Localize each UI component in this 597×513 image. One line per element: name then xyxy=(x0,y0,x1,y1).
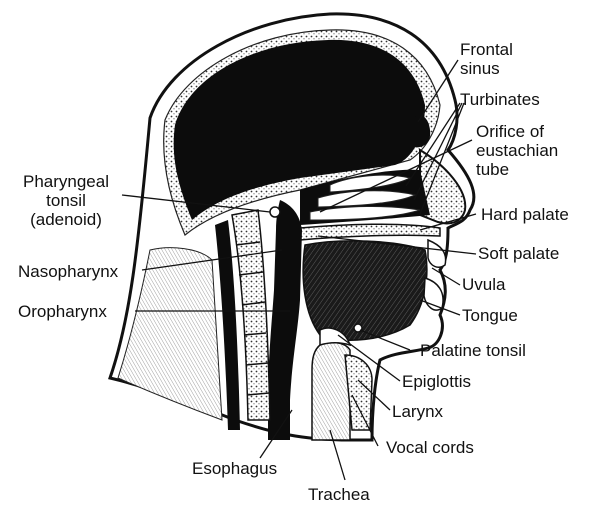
label-orifice-eustachian-tube: Orifice of eustachian tube xyxy=(476,122,558,179)
label-soft-palate: Soft palate xyxy=(478,244,559,263)
label-trachea: Trachea xyxy=(308,485,370,504)
label-pharyngeal-line1: Pharyngeal xyxy=(10,172,122,191)
label-oropharynx: Oropharynx xyxy=(18,302,107,321)
label-epiglottis: Epiglottis xyxy=(402,372,471,391)
adenoid-mark xyxy=(270,207,280,217)
tongue-shape xyxy=(303,241,427,340)
label-frontal-sinus-line1: Frontal xyxy=(460,40,513,59)
label-pharyngeal-tonsil: Pharyngeal tonsil (adenoid) xyxy=(10,172,122,229)
label-tongue: Tongue xyxy=(462,306,518,325)
label-pharyngeal-line3: (adenoid) xyxy=(10,210,122,229)
trachea-shape xyxy=(312,342,350,440)
label-orifice-line1: Orifice of xyxy=(476,122,558,141)
label-nasopharynx: Nasopharynx xyxy=(18,262,118,281)
label-uvula: Uvula xyxy=(462,275,505,294)
label-larynx: Larynx xyxy=(392,402,443,421)
label-orifice-line2: eustachian xyxy=(476,141,558,160)
label-pharyngeal-line2: tonsil xyxy=(10,191,122,210)
label-hard-palate: Hard palate xyxy=(481,205,569,224)
label-frontal-sinus-line2: sinus xyxy=(460,59,513,78)
label-frontal-sinus: Frontal sinus xyxy=(460,40,513,78)
label-esophagus: Esophagus xyxy=(192,459,277,478)
label-palatine-tonsil: Palatine tonsil xyxy=(420,341,526,360)
label-vocal-cords: Vocal cords xyxy=(386,438,474,457)
label-turbinates: Turbinates xyxy=(460,90,540,109)
label-orifice-line3: tube xyxy=(476,160,558,179)
